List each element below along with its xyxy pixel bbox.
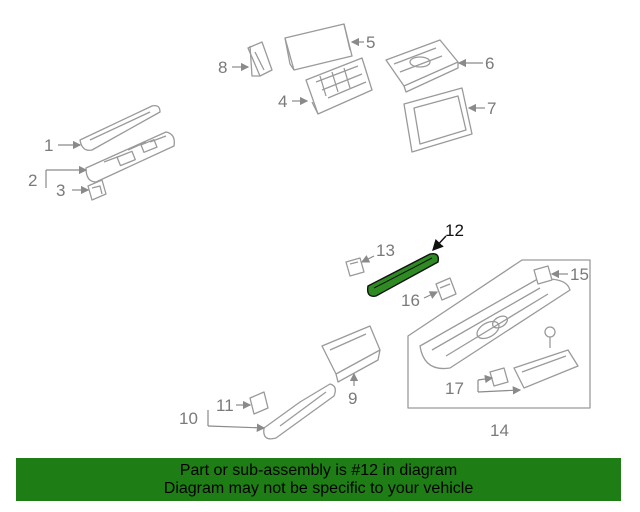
callout-12: 12 bbox=[445, 221, 464, 240]
callout-7: 7 bbox=[487, 99, 496, 118]
leader-13 bbox=[360, 255, 375, 263]
callout-9: 9 bbox=[348, 389, 357, 408]
part-17-bracket-tray[interactable] bbox=[489, 349, 579, 389]
callout-11: 11 bbox=[216, 396, 234, 415]
leader-12 bbox=[432, 235, 447, 252]
part-7-mat[interactable] bbox=[403, 87, 473, 153]
part-6-holder[interactable] bbox=[385, 39, 459, 93]
callout-17: 17 bbox=[445, 379, 464, 398]
callout-14: 14 bbox=[490, 421, 509, 440]
assembly-14-frame bbox=[407, 259, 591, 409]
callout-5: 5 bbox=[366, 33, 375, 52]
leader-17a bbox=[477, 374, 494, 384]
callout-13: 13 bbox=[376, 241, 395, 260]
callout-2: 2 bbox=[28, 171, 37, 190]
info-banner: Part or sub-assembly is #12 in diagram D… bbox=[16, 458, 621, 501]
callout-15: 15 bbox=[570, 265, 589, 284]
part-4-bin[interactable] bbox=[305, 57, 373, 115]
callout-16: 16 bbox=[401, 291, 420, 310]
leader-16 bbox=[423, 291, 439, 299]
part-11-clip[interactable] bbox=[249, 391, 269, 415]
part-15-clip[interactable] bbox=[533, 265, 553, 285]
banner-line-1: Part or sub-assembly is #12 in diagram bbox=[179, 462, 458, 479]
part-2-panel[interactable] bbox=[85, 131, 175, 183]
leader-17b bbox=[477, 386, 522, 395]
callout-4: 4 bbox=[278, 92, 287, 111]
leader-10 bbox=[207, 423, 266, 432]
part-13-clip[interactable] bbox=[345, 257, 365, 277]
part-12-highlighted[interactable] bbox=[366, 252, 440, 297]
exploded-parts-diagram: 8 5 4 6 7 1 bbox=[28, 23, 591, 440]
callout-3: 3 bbox=[56, 181, 65, 200]
callout-1: 1 bbox=[44, 136, 53, 155]
callout-6: 6 bbox=[485, 54, 494, 73]
part-10-bracket[interactable] bbox=[263, 383, 336, 440]
callout-8: 8 bbox=[218, 58, 227, 77]
part-3-clip[interactable] bbox=[87, 179, 107, 201]
part-8-bracket[interactable] bbox=[247, 41, 273, 77]
part-5-tray[interactable] bbox=[284, 23, 353, 71]
part-9-bracket[interactable] bbox=[321, 325, 381, 383]
banner-line-2: Diagram may not be specific to your vehi… bbox=[163, 480, 474, 497]
bolt[interactable] bbox=[544, 326, 556, 348]
part-1-trim[interactable] bbox=[79, 104, 161, 151]
part-16-retainer[interactable] bbox=[435, 277, 457, 301]
callout-10: 10 bbox=[179, 409, 198, 428]
